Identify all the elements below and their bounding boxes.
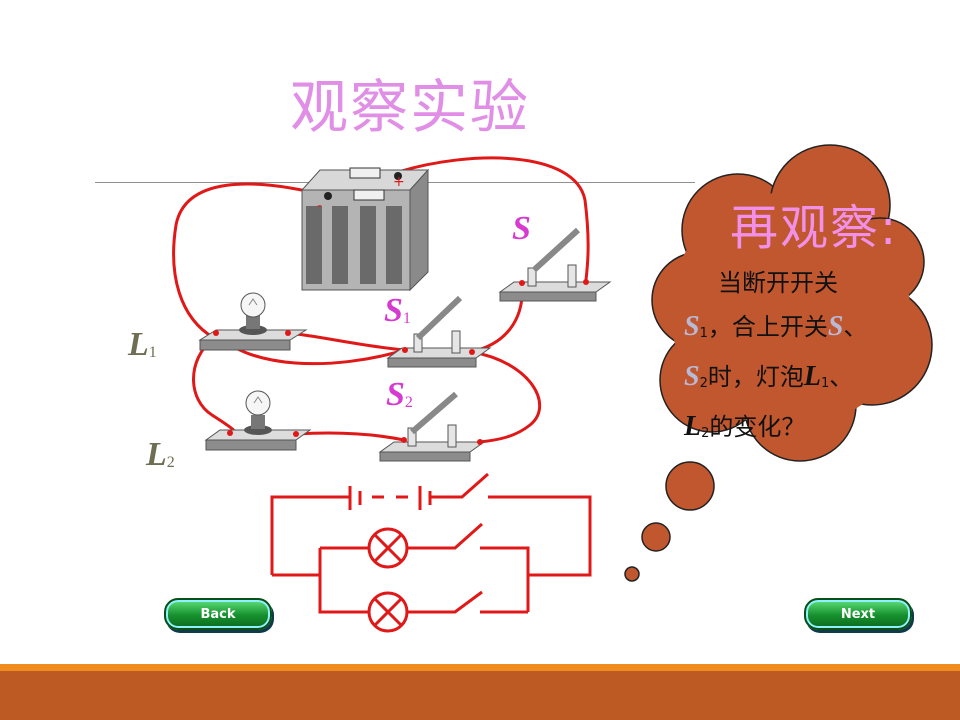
cloud-question: 当断开开关 S1，合上开关S、 S2时，灯泡L1、 L2的变化？ [684, 262, 914, 455]
battery [300, 167, 430, 292]
bulb-l2 [204, 390, 312, 451]
cloud-line-1: 当断开开关 [718, 269, 838, 297]
switch-s2 [378, 391, 486, 462]
cloud-line-2: S1，合上开关S、 [684, 311, 868, 342]
footer-stripe [0, 664, 960, 671]
cloud-title: 再观察: [730, 200, 899, 256]
cloud-line-4: L2的变化？ [684, 411, 806, 442]
cloud-line-3: S2时，灯泡L1、 [684, 361, 854, 392]
label-bulb-l2: L2 [146, 436, 175, 473]
page-title: 观察实验 [290, 73, 531, 141]
label-bulb-l1: L1 [128, 326, 157, 363]
footer-bar [0, 671, 960, 720]
switch-s1 [386, 295, 492, 368]
label-switch-s2: S2 [386, 376, 413, 413]
battery-minus-sign: - [317, 198, 322, 214]
battery-plus-sign: + [393, 174, 405, 190]
next-button[interactable]: Next [804, 598, 912, 630]
bulb-l1 [198, 292, 308, 351]
switch-s [498, 227, 612, 302]
label-switch-s: S [512, 210, 531, 247]
thought-cloud [624, 144, 933, 582]
label-switch-s1: S1 [384, 292, 411, 329]
back-button[interactable]: Back [164, 598, 272, 630]
circuit-schematic [270, 472, 592, 633]
